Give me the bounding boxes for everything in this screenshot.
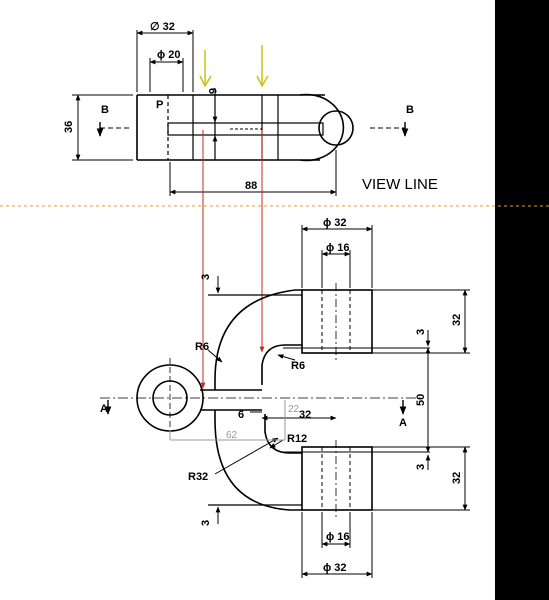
right-margin — [495, 0, 549, 600]
dim-diameter-20: ϕ 20 — [157, 49, 181, 61]
gray-construction — [169, 400, 286, 441]
dim-6-front: 6 — [238, 409, 244, 421]
dim-length-88: 88 — [245, 180, 257, 192]
top-view-eye-hole — [318, 110, 354, 146]
radius-r12: R12 — [287, 433, 307, 445]
dim-3-right-bottom: 3 — [415, 464, 427, 470]
dim-top-width: ∅ 32 — [150, 21, 175, 33]
yellow-arrows — [199, 45, 269, 88]
dim-diameter-32-bottom: ϕ 32 — [323, 562, 347, 574]
radius-r6-left: R6 — [195, 341, 209, 353]
dim-50: 50 — [415, 394, 427, 406]
dim-diameter-16-bottom: ϕ 16 — [326, 531, 350, 543]
point-label-p: P — [156, 99, 163, 111]
dim-22: 22 — [288, 404, 300, 415]
section-label-a-right: A — [399, 417, 407, 429]
top-view-eye-outline — [299, 93, 345, 162]
dim-6-top: 6 — [206, 88, 218, 94]
drawing-sheet — [0, 0, 495, 600]
section-label-b-right: B — [406, 104, 414, 116]
lower-arm-outer — [214, 410, 302, 511]
dim-height-36: 36 — [63, 121, 75, 133]
view-line-label: VIEW LINE — [362, 176, 438, 193]
dim-32-right-top: 32 — [451, 314, 463, 326]
dim-3-bottom-left: 3 — [200, 520, 212, 526]
dim-3-right-top: 3 — [415, 329, 427, 335]
dim-62: 62 — [226, 430, 238, 441]
bottom-boss — [301, 446, 373, 511]
upper-arm-outer — [214, 289, 302, 390]
top-view — [72, 30, 409, 196]
section-label-a-left: A — [100, 403, 108, 415]
dim-32-right-bottom: 32 — [451, 472, 463, 484]
upper-arm-inner — [261, 344, 302, 385]
radius-r32: R32 — [188, 471, 208, 483]
section-label-b-left: B — [101, 104, 109, 116]
top-view-slot — [167, 122, 324, 136]
projection-lines — [200, 130, 265, 389]
top-boss — [301, 289, 373, 354]
dim-32-front: 32 — [299, 409, 311, 421]
dim-diameter-32-top: ϕ 32 — [323, 217, 347, 229]
front-view — [100, 225, 470, 578]
dim-diameter-16-top: ϕ 16 — [326, 242, 350, 254]
radius-r6-right: R6 — [291, 360, 305, 372]
dim-3-top-left: 3 — [200, 274, 212, 280]
